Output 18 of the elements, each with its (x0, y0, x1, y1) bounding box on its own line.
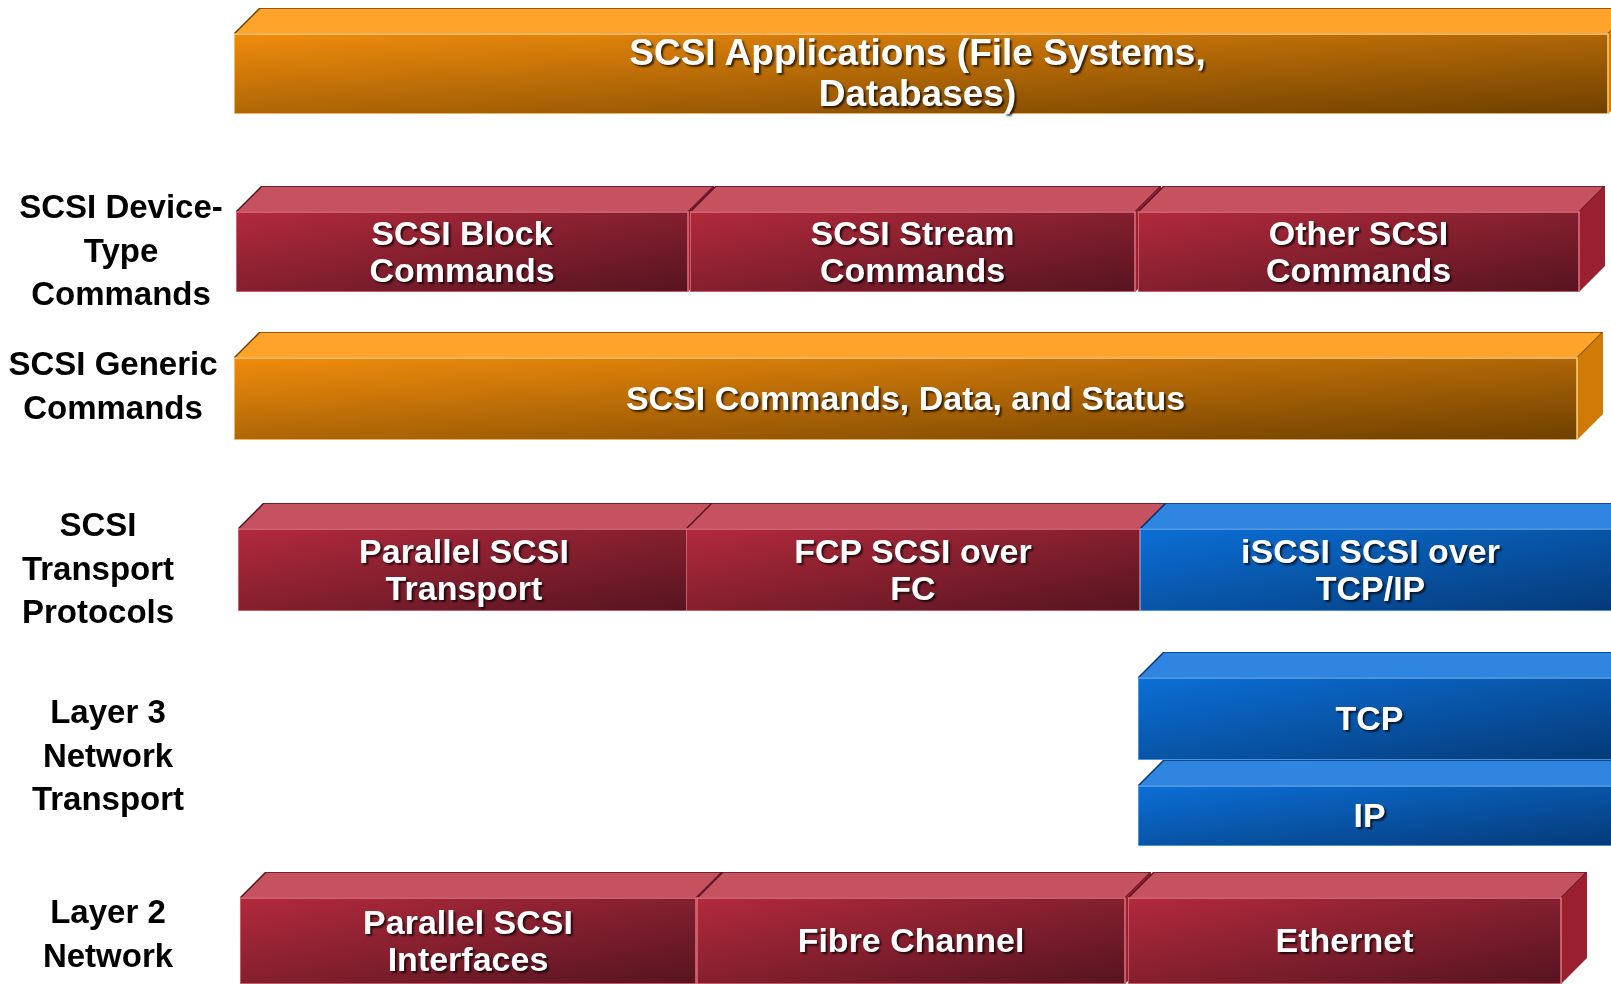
block-label: Other SCSI Commands (1264, 212, 1453, 291)
block-label: SCSI Applications (File Systems, Databases) (628, 34, 1207, 114)
block-label: FCP SCSI over FC (793, 530, 1033, 609)
block-label: Fibre Channel (797, 920, 1025, 962)
block-label: TCP (1335, 698, 1404, 740)
layer-name: SCSI Device-Type Commands (18, 187, 224, 315)
layer-name: SCSI Transport Protocols (20, 505, 176, 633)
block-label: SCSI Commands, Data, and Status (625, 378, 1186, 420)
layer-name: SCSI Generic Commands (7, 344, 219, 428)
block-label: Parallel SCSI Transport (358, 530, 570, 609)
layer-name: Layer 3 Network Transport (30, 692, 186, 820)
block-label: Parallel SCSI Interfaces (362, 901, 574, 980)
block-label: Ethernet (1275, 920, 1414, 962)
layer-name: Layer 2 Network (41, 892, 175, 976)
block-label: SCSI Stream Commands (809, 212, 1016, 291)
block-label: iSCSI SCSI over TCP/IP (1240, 530, 1501, 609)
block-label: SCSI Block Commands (368, 212, 556, 291)
block-label: IP (1353, 795, 1386, 837)
